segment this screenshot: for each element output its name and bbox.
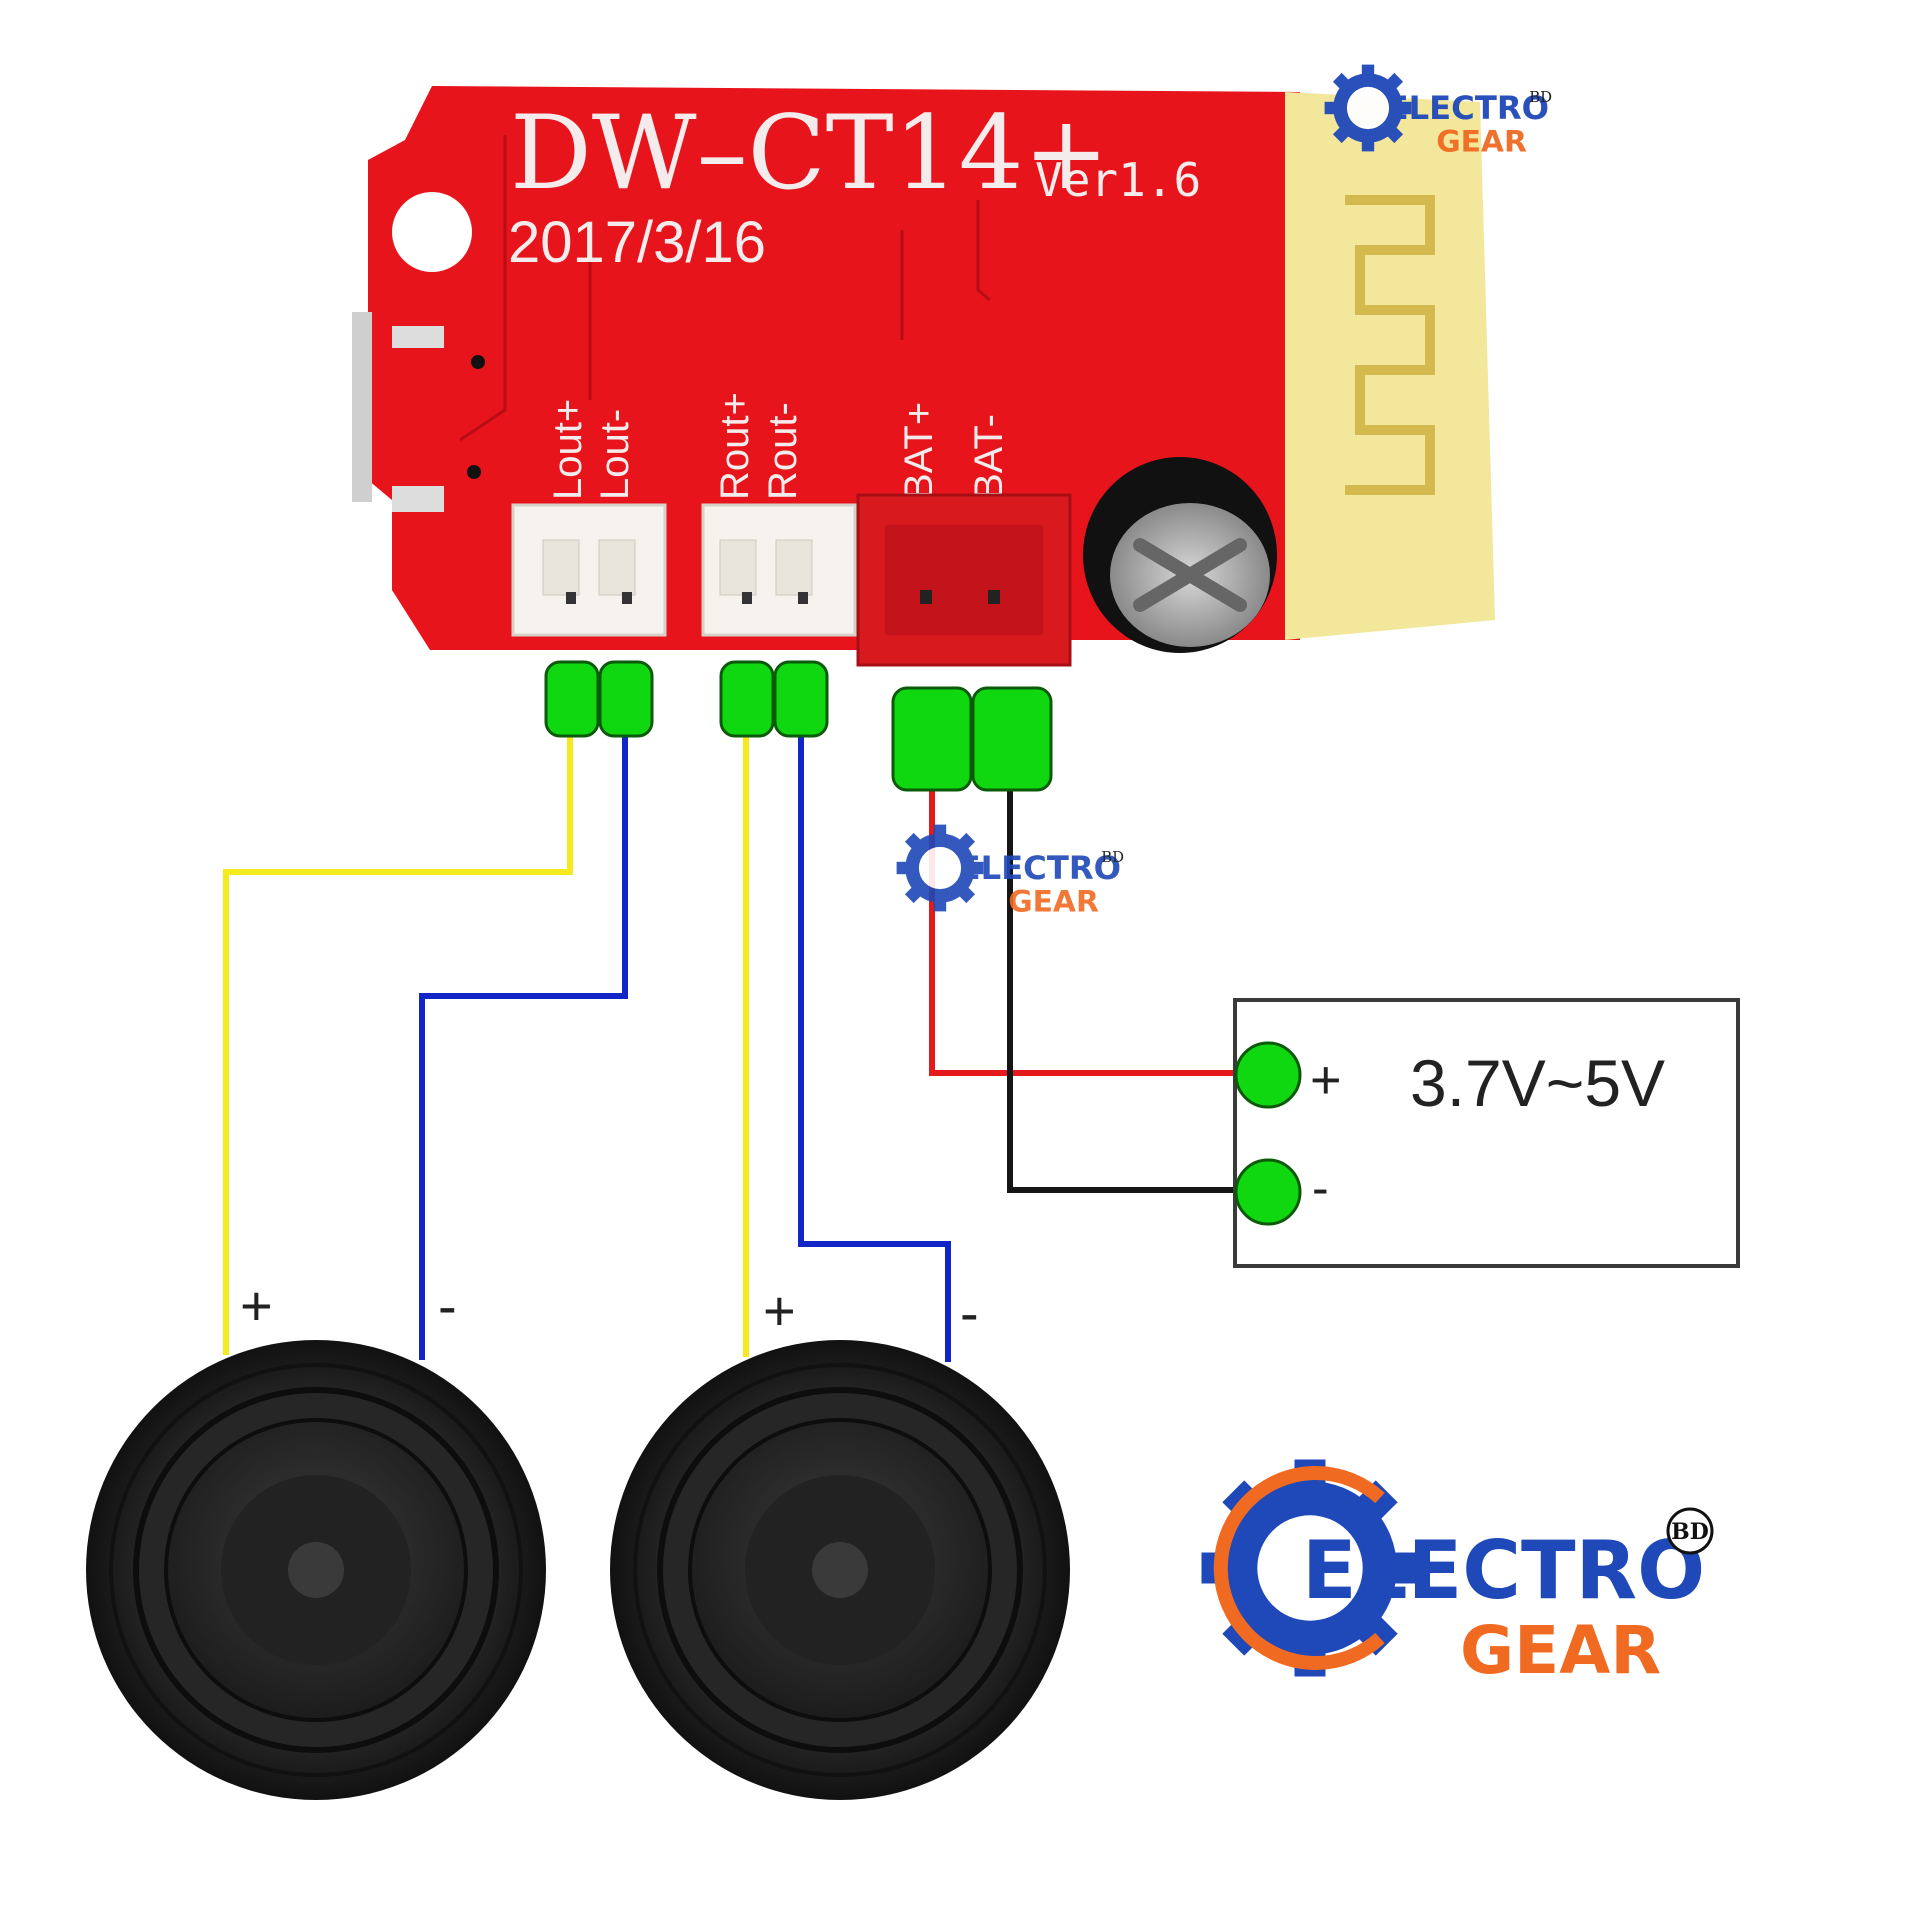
antenna-area [1285,92,1495,640]
smd-pad [392,486,444,512]
board-model: DW–CT14+ [510,94,1109,213]
power-minus-label: - [1312,1160,1329,1216]
svg-text:GEAR: GEAR [1008,884,1099,919]
via [467,465,481,479]
terminal-rout-plus [719,660,775,738]
watermark-logo-middle: ELECTRO GEAR BD [896,824,1124,919]
pcb-traces [459,135,991,442]
wire-battery-plus [929,772,1268,1076]
battery-connector [856,493,1072,667]
pin-label-bat-minus: BAT- [967,414,1011,500]
watermark-logo-top: ELECTRO GEAR BD [1324,64,1552,159]
logo-badge-circle [1666,1507,1714,1555]
svg-text:ELECTRO: ELECTRO [1387,89,1549,127]
svg-text:ELECTRO: ELECTRO [959,849,1121,887]
via [471,355,485,369]
speaker-left [86,1340,546,1800]
speaker-right [610,1340,1070,1800]
logo-gear: GEAR [1460,1612,1661,1689]
power-terminal-plus [1234,1041,1302,1109]
power-voltage-label: 3.7V~5V [1410,1046,1665,1120]
mounting-hole [392,192,472,272]
wire-left-minus [419,720,628,1360]
smd-pad [392,326,444,348]
wires [223,720,1268,1362]
speaker-left-plus-label: + [240,1274,273,1337]
wire-battery-minus [1007,772,1268,1193]
speaker-right-plus-label: + [763,1279,796,1342]
terminal-lout-plus [544,660,600,738]
svg-text:BD: BD [1101,848,1124,866]
pin-label-lout-plus: Lout+ [546,399,590,500]
left-output-connector [511,503,667,637]
terminal-lout-minus [598,660,654,738]
terminal-bat-minus [971,686,1053,792]
power-supply: + - 3.7V~5V [1233,998,1740,1268]
brand-logo: ELECTRO GEAR BD [1201,1459,1714,1689]
board-date: 2017/3/16 [508,210,766,275]
right-output-connector [701,503,857,637]
power-plus-label: + [1310,1050,1342,1110]
terminal-bat-plus [891,686,973,792]
pin-label-rout-minus: Rout- [761,402,805,500]
wire-left-plus [223,720,573,1355]
speaker-right-minus-label: - [960,1281,979,1344]
power-supply-box [1233,998,1740,1268]
terminals [544,660,1053,792]
speaker-left-minus-label: - [438,1274,457,1337]
logo-electro: ELECTRO [1302,1524,1705,1617]
pin-label-bat-plus: BAT+ [897,402,941,500]
capacitor [1083,457,1277,653]
svg-text:BD: BD [1529,88,1552,106]
logo-badge: BD [1671,1519,1709,1545]
terminal-rout-minus [773,660,829,738]
pin-label-rout-plus: Rout+ [713,392,757,500]
usb-connector [352,312,372,502]
pin-label-lout-minus: Lout- [593,409,637,500]
power-terminal-minus [1234,1158,1302,1226]
wire-right-minus [798,720,951,1362]
board-version: Ver1.6 [1035,153,1201,207]
svg-text:GEAR: GEAR [1436,124,1527,159]
bluetooth-board: DW–CT14+ Ver1.6 2017/3/16 Lout+ Lout- Ro… [352,86,1495,667]
